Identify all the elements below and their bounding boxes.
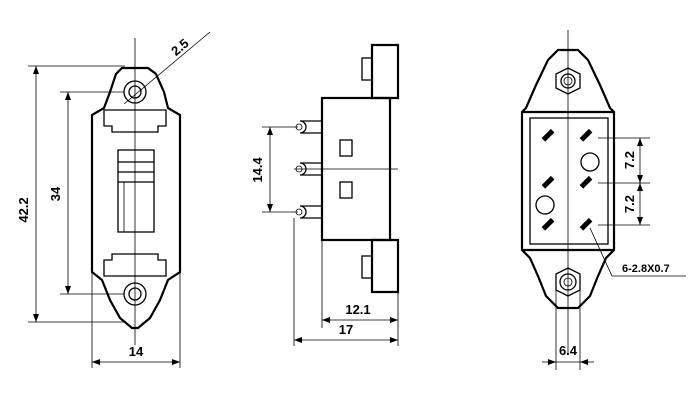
side-view: 14.4 12.1 17 — [250, 43, 400, 346]
side-bottom-flange — [370, 238, 400, 294]
front-top-latch — [103, 109, 167, 133]
front-rocker — [117, 149, 155, 233]
side-top-tab — [361, 57, 373, 81]
dim-hole-leader — [123, 31, 211, 105]
dim-terminal-spec-label: 6-2.8X0.7 — [622, 263, 670, 275]
rear-view: 7.2 7.2 6-2.8X0.7 6.4 — [520, 30, 686, 370]
rear-inner-frame — [529, 117, 609, 245]
side-terminal — [295, 120, 322, 134]
dim-arrows — [548, 359, 588, 365]
dim-side-inner-label: 12.1 — [345, 302, 370, 317]
side-window-upper — [339, 139, 353, 157]
rear-indicator-circle — [535, 195, 555, 215]
front-bottom-latch — [103, 253, 167, 277]
dim-hole-diameter-label: 2.5 — [168, 36, 191, 59]
dim-pin-span-label: 14.4 — [250, 157, 265, 183]
front-body-outline — [90, 66, 182, 330]
side-top-flange — [370, 43, 400, 100]
dim-hole-spacing-label: 34 — [48, 186, 63, 201]
dim-pitch-lower-label: 7.2 — [622, 195, 637, 213]
dim-terminal-leader — [589, 227, 613, 277]
rear-indicator-circle — [580, 152, 600, 172]
dim-pitch-upper-label: 7.2 — [622, 151, 637, 169]
dim-overall-height-label: 42.2 — [16, 197, 31, 222]
dim-arrows — [322, 317, 398, 323]
side-bottom-tab — [361, 255, 373, 279]
side-window-lower — [339, 181, 353, 199]
dim-front-width-label: 14 — [129, 344, 144, 359]
front-view: 2.5 42.2 34 14 — [16, 31, 211, 368]
rear-body-outline — [520, 48, 616, 310]
rear-terminal-slot — [541, 128, 593, 231]
dim-arrows — [637, 138, 643, 225]
side-terminal — [295, 205, 322, 219]
dim-side-total-label: 17 — [339, 322, 353, 337]
dim-rear-width-label: 6.4 — [559, 343, 578, 358]
